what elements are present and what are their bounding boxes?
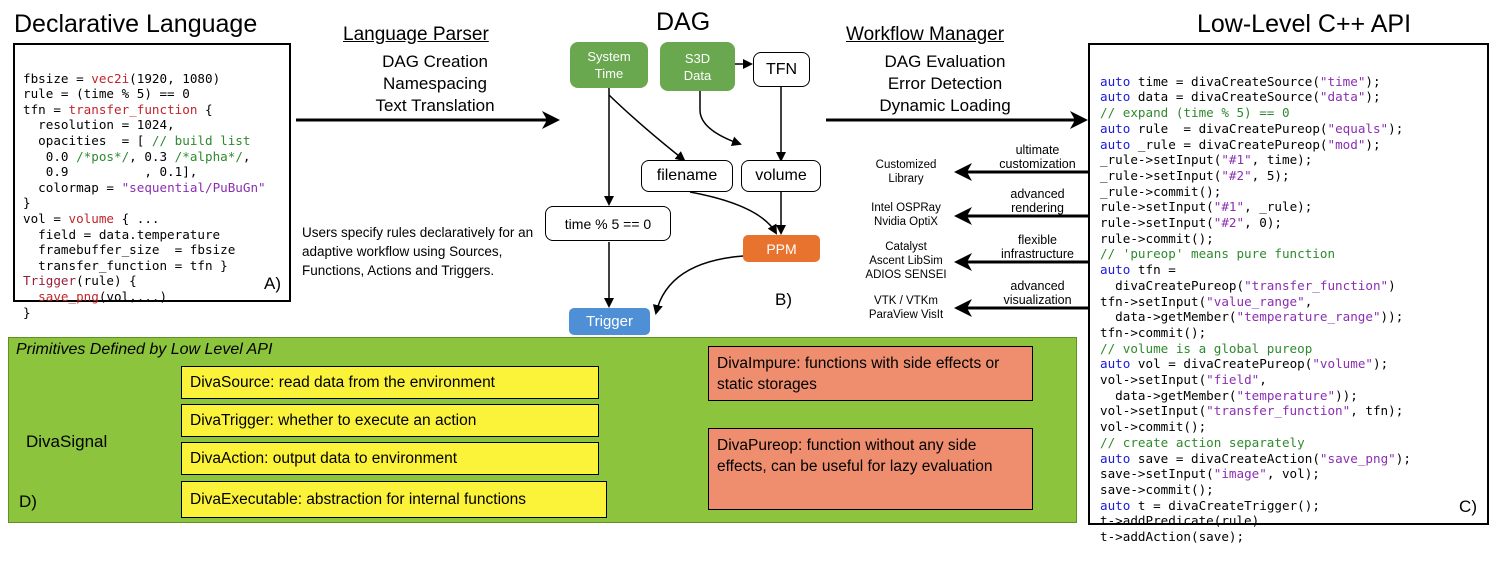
node-filename: filename [641,160,733,192]
diva-action-box: DivaAction: output data to environment [181,442,599,475]
dag-title: DAG [656,8,711,36]
edge-s3d-volume-path [699,91,742,147]
manager-steps: DAG Evaluation Error Detection Dynamic L… [860,51,1030,117]
panel-b-label: B) [775,290,792,309]
panel-d-title: Primitives Defined by Low Level API [16,341,273,358]
panel-a-title: Declarative Language [14,10,258,38]
parser-step-1: DAG Creation [382,52,488,71]
parser-step-3: Text Translation [375,96,495,115]
edge-ppm-trigger [652,255,744,315]
panel-c-label: C) [1459,497,1477,516]
manager-step-2: Error Detection [887,74,1003,93]
diva-signal: DivaSignal [26,432,108,451]
parser-step-2: Namespacing [383,74,487,93]
node-volume: volume [741,160,821,192]
declarative-code-box: fbsize = vec2i(1920, 1080)rule = (time %… [13,43,291,320]
diva-executable-box: DivaExecutable: abstraction for internal… [181,481,607,518]
parser-title: Language Parser [343,24,489,45]
parser-steps: DAG Creation Namespacing Text Translatio… [343,51,527,117]
node-condition: time % 5 == 0 [545,206,671,241]
node-tfn: TFN [753,52,810,87]
panel-c-title: Low-Level C++ API [1197,10,1412,38]
diva-trigger-box: DivaTrigger: whether to execute an actio… [181,404,599,437]
node-trigger: Trigger [569,308,650,335]
edge-time-filename [608,94,686,162]
panel-a-label: A) [264,274,281,293]
manager-title: Workflow Manager [846,24,1005,45]
node-ppm: PPM [743,235,820,262]
manager-step-3: Dynamic Loading [879,96,1011,115]
panel-d-label: D) [19,492,37,511]
cpp-code-box: auto time = divaCreateSource("time");aut… [1088,43,1489,544]
diva-impure-box: DivaImpure: functions with side effects … [708,346,1033,401]
cpp-code: auto time = divaCreateSource("time");aut… [1100,73,1411,545]
declarative-code: fbsize = vec2i(1920, 1080)rule = (time %… [23,70,266,320]
diva-source-box: DivaSource: read data from the environme… [181,366,599,399]
edge-filename-ppm [689,191,777,235]
manager-step-1: DAG Evaluation [884,52,1006,71]
parser-description: Users specify rules declaratively for an… [302,225,534,278]
diva-pureop-box: DivaPureop: function without any side ef… [708,428,1033,510]
